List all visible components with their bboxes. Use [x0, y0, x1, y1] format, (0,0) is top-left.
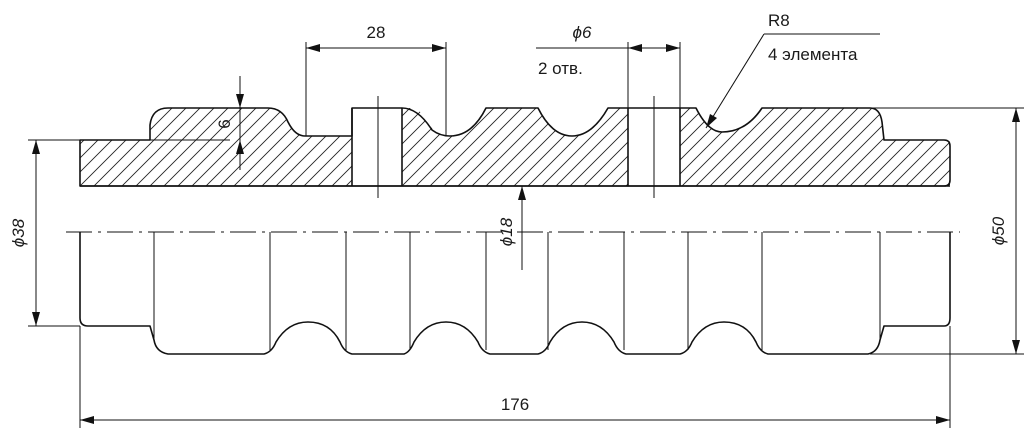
- hatch-line: [135, 108, 237, 186]
- hatch-line: [541, 108, 643, 186]
- hole-diameter-label: ϕ6: [573, 23, 592, 42]
- hatch-line: [289, 108, 391, 186]
- hatch-line: [443, 108, 545, 186]
- hatch-line: [877, 108, 950, 186]
- hatch-line: [121, 108, 223, 186]
- dimension-pitch: 28: [305, 23, 447, 136]
- hatch-line: [177, 108, 279, 186]
- hatch-line: [107, 108, 209, 186]
- upper-section-outline: [79, 107, 951, 187]
- hatch-line: [569, 108, 671, 186]
- left-diameter-label: ϕ38: [9, 218, 28, 247]
- hatch-line: [779, 108, 881, 186]
- hatch-line: [303, 108, 405, 186]
- hatch-line: [681, 108, 783, 186]
- right-diameter-label: ϕ50: [989, 216, 1008, 245]
- hatch-line: [527, 108, 629, 186]
- dimension-hole: ϕ6 2 отв.: [536, 23, 681, 108]
- groove-count-label: 4 элемента: [768, 45, 858, 64]
- hatch-line: [765, 108, 867, 186]
- hole-centerlines: [377, 96, 655, 198]
- hatch-line: [1018, 100, 1024, 200]
- dimension-step-depth: 6: [150, 76, 268, 170]
- dimension-right-diameter: ϕ50: [870, 107, 1024, 355]
- hatch-line: [401, 108, 503, 186]
- hatch-line: [990, 100, 1024, 200]
- hatch-line: [275, 108, 377, 186]
- hatch-line: [723, 108, 825, 186]
- pitch-label: 28: [367, 23, 386, 42]
- hatch-line: [457, 108, 559, 186]
- overall-length-label: 176: [501, 395, 529, 414]
- lower-view-outline: [79, 232, 951, 355]
- hatch-line: [793, 108, 895, 186]
- hatch-line: [80, 108, 83, 186]
- hatch-line: [905, 108, 950, 186]
- step-depth-label: 6: [215, 119, 234, 128]
- hatch-line: [429, 108, 531, 186]
- hatch-line: [93, 108, 195, 186]
- groove-radius-label: R8: [768, 11, 790, 30]
- hatch-line: [0, 100, 26, 200]
- hatch-line: [555, 108, 657, 186]
- hatch-line: [737, 108, 839, 186]
- dimension-bore: ϕ18: [497, 186, 526, 270]
- hole-count-label: 2 отв.: [538, 59, 583, 78]
- hatch-line: [751, 108, 853, 186]
- dimension-left-diameter: ϕ38: [9, 139, 80, 327]
- hatch-line: [415, 108, 517, 186]
- hatch-line: [0, 100, 54, 200]
- hatch-line: [80, 108, 181, 186]
- hatch-line: [583, 108, 685, 186]
- dimension-overall-length: 176: [79, 326, 951, 428]
- hatch-line: [0, 100, 12, 200]
- hatch-line: [695, 108, 797, 186]
- dimension-groove-radius: R8 4 элемента: [705, 11, 880, 129]
- hatch-line: [149, 108, 251, 186]
- hatch-line: [891, 108, 950, 186]
- hatch-line: [947, 108, 950, 186]
- hatch-line: [709, 108, 811, 186]
- hatch-line: [919, 108, 950, 186]
- bore-diameter-label: ϕ18: [497, 217, 516, 246]
- hatch-line: [163, 108, 265, 186]
